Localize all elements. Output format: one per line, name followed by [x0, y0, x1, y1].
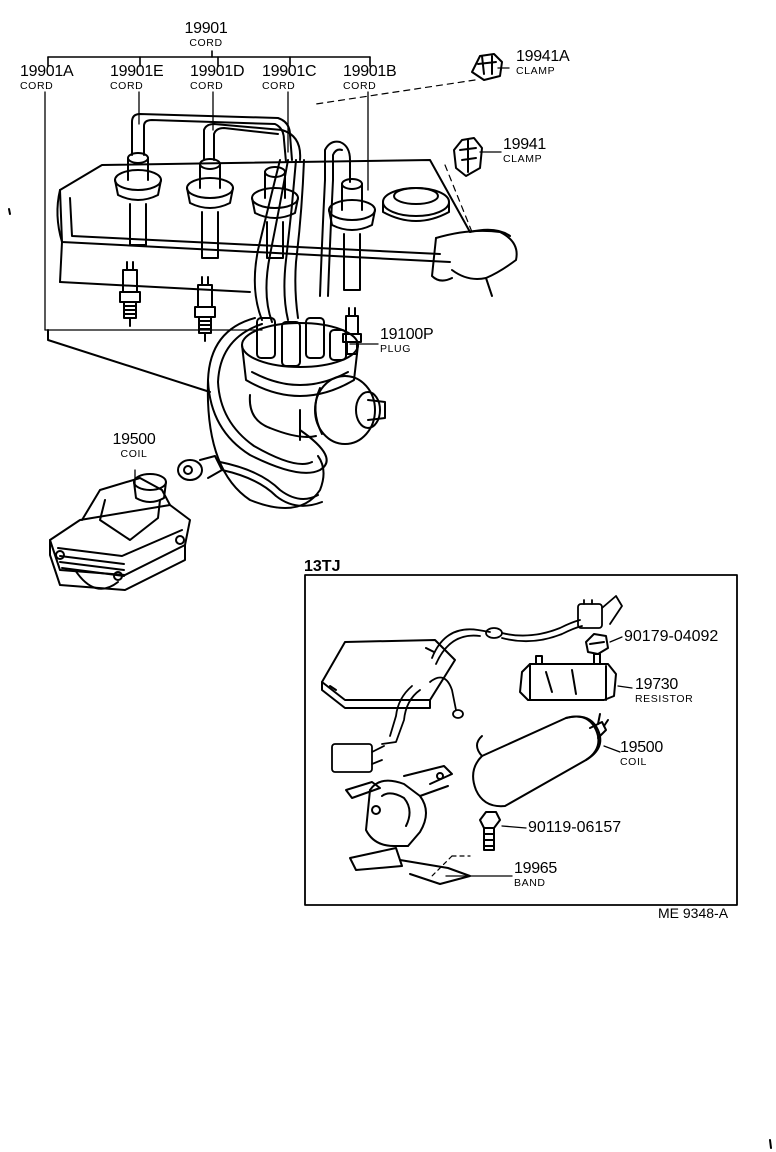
part-number: 19901D: [190, 63, 245, 80]
part-number: 19730: [635, 676, 678, 693]
part-name: CORD: [110, 80, 144, 92]
part-number: 19901A: [20, 63, 74, 80]
bolt-90119: [479, 811, 501, 851]
dashed-leaders: [315, 79, 476, 233]
inset-leaders: [445, 636, 633, 877]
part-number: 19100P: [380, 326, 434, 343]
figure-code: ME 9348-A: [658, 905, 729, 921]
oil-filler-cap: [382, 187, 450, 222]
ignition-cords: [131, 113, 351, 509]
callout-band-19965: 19965 BAND: [514, 861, 557, 889]
part-name: COIL: [120, 448, 148, 460]
callout-plug-19100p: 19100P PLUG: [380, 326, 434, 355]
part-number: 19901: [184, 20, 228, 37]
cord-boots: [114, 152, 376, 291]
part-number: 19901E: [110, 63, 164, 80]
part-name: CORD: [262, 80, 296, 92]
part-name: RESISTOR: [635, 693, 694, 705]
ignition-coil-inset: [472, 713, 609, 808]
callout-cord-19901c: 19901C CORD: [262, 63, 317, 92]
part-name: CORD: [190, 80, 224, 92]
nut-90179: [585, 633, 609, 655]
part-number: 19941A: [516, 48, 570, 65]
scan-specks: [8, 208, 772, 1149]
igniter-module: [321, 639, 456, 709]
part-name: CORD: [189, 37, 223, 49]
callout-coil-19500: 19500 COIL: [106, 432, 162, 460]
clamp-19941a: [471, 53, 503, 81]
inset-dashed: [431, 855, 471, 877]
part-name: CLAMP: [503, 153, 543, 165]
part-name: CLAMP: [516, 65, 556, 77]
callout-cord-19901: 19901 CORD: [176, 21, 236, 49]
part-number: 19500: [620, 739, 663, 756]
callout-cord-19901d: 19901D CORD: [190, 63, 245, 92]
part-number: 19500: [112, 431, 156, 448]
inset-frame: [304, 574, 738, 906]
cord-bracket-lines: [47, 50, 371, 67]
callout-clamp-19941a: 19941A CLAMP: [516, 48, 570, 77]
igniter-wiring: [331, 595, 623, 773]
callout-nut-90179-04092: 90179-04092: [624, 628, 719, 645]
spark-plugs: [119, 261, 362, 355]
part-number: 19901C: [262, 63, 317, 80]
distributor: [241, 317, 386, 445]
coil-bracket: [345, 765, 471, 885]
part-number: 19901B: [343, 63, 397, 80]
callout-coil-19500-inset: 19500 COIL: [620, 740, 663, 768]
clamp-19941: [453, 137, 483, 177]
part-name: CORD: [20, 80, 54, 92]
ignition-coil-main: [49, 473, 191, 591]
part-name: BAND: [514, 877, 546, 889]
part-name: CORD: [343, 80, 377, 92]
callout-cord-19901a: 19901A CORD: [20, 63, 74, 92]
resistor-19730: [519, 653, 617, 701]
inset-label: 13TJ: [304, 558, 341, 575]
part-name: COIL: [620, 756, 647, 768]
leader-lines: [44, 67, 510, 489]
coil-cord: [177, 455, 323, 507]
callout-cord-19901b: 19901B CORD: [343, 63, 397, 92]
part-name: PLUG: [380, 343, 411, 355]
callout-clamp-19941: 19941 CLAMP: [503, 137, 546, 165]
part-number: 19965: [514, 860, 557, 877]
callout-cord-19901e: 19901E CORD: [110, 63, 164, 92]
callout-bolt-90119-06157: 90119-06157: [528, 819, 622, 836]
engine-valve-cover: [47, 159, 518, 393]
part-number: 19941: [503, 136, 546, 153]
callout-resistor-19730: 19730 RESISTOR: [635, 677, 693, 705]
